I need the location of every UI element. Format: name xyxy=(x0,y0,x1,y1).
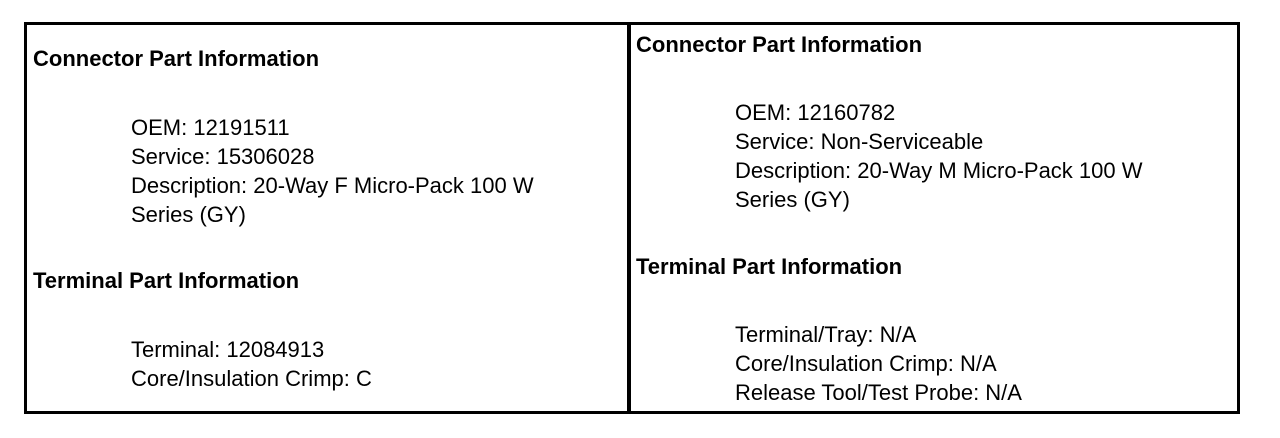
left-oem-line: OEM: 12191511 xyxy=(131,115,290,140)
connector-table xyxy=(24,22,1240,414)
right-terminal-tray-line: Terminal/Tray: N/A xyxy=(735,322,917,347)
right-connector-info: OEM: 12160782 Service: Non-Serviceable D… xyxy=(735,98,1143,214)
left-crimp-line: Core/Insulation Crimp: C xyxy=(131,366,372,391)
left-description-line: Description: 20-Way F Micro-Pack 100 W xyxy=(131,173,534,198)
column-divider xyxy=(627,22,631,414)
right-oem-line: OEM: 12160782 xyxy=(735,100,896,125)
left-terminal-heading: Terminal Part Information xyxy=(33,268,300,293)
left-service-line: Service: 15306028 xyxy=(131,144,315,169)
left-connector-info: OEM: 12191511 Service: 15306028 Descript… xyxy=(131,113,534,229)
right-terminal-heading: Terminal Part Information xyxy=(636,254,903,279)
right-description-line-2: Series (GY) xyxy=(735,187,850,212)
right-release-tool-line: Release Tool/Test Probe: N/A xyxy=(735,380,1022,405)
left-connector-heading: Connector Part Information xyxy=(33,46,320,71)
left-terminal-info: Terminal: 12084913 Core/Insulation Crimp… xyxy=(131,335,372,393)
right-service-line: Service: Non-Serviceable xyxy=(735,129,984,154)
right-terminal-info: Terminal/Tray: N/A Core/Insulation Crimp… xyxy=(735,320,1022,407)
left-terminal-line: Terminal: 12084913 xyxy=(131,337,325,362)
right-connector-heading: Connector Part Information xyxy=(636,32,923,57)
right-description-line: Description: 20-Way M Micro-Pack 100 W xyxy=(735,158,1143,183)
right-crimp-line: Core/Insulation Crimp: N/A xyxy=(735,351,997,376)
left-description-line-2: Series (GY) xyxy=(131,202,246,227)
